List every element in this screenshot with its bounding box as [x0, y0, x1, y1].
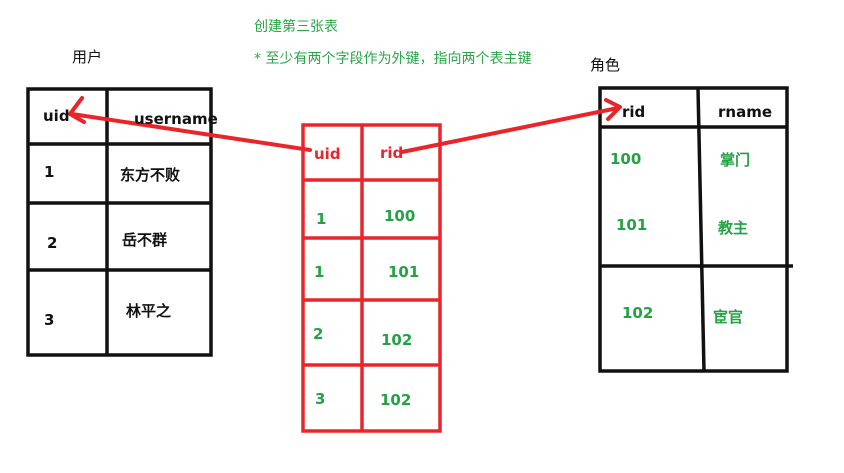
- roles-cell-rname: 教主: [718, 219, 749, 237]
- roles-cell-rname: 宦官: [713, 308, 744, 326]
- link-table-border: [301, 123, 442, 433]
- roles-cell-rname: 掌门: [720, 151, 751, 169]
- roles-table-caption: 角色: [590, 56, 621, 74]
- link-cell-rid: 102: [380, 391, 412, 409]
- users-cell-uid: 3: [44, 311, 55, 329]
- users-cell-uid: 2: [47, 234, 58, 252]
- users-header-uid: uid: [43, 107, 70, 125]
- arrow-uid-to-users: [68, 96, 312, 152]
- users-header-username: username: [134, 110, 218, 128]
- users-cell-username: 东方不败: [120, 166, 181, 184]
- link-header-uid: uid: [314, 145, 341, 163]
- arrow-rid-to-roles: [400, 98, 622, 154]
- note-title: 创建第三张表: [254, 19, 338, 35]
- link-cell-rid: 102: [381, 331, 413, 349]
- roles-header-rid: rid: [622, 103, 646, 121]
- link-cell-rid: 100: [384, 207, 416, 225]
- link-header-rid: rid: [380, 144, 404, 162]
- note-detail: * 至少有两个字段作为外键，指向两个表主键: [254, 51, 532, 67]
- users-cell-username: 岳不群: [122, 231, 168, 249]
- roles-cell-rid: 102: [622, 304, 654, 322]
- link-cell-uid: 1: [316, 210, 327, 228]
- users-table-border: [26, 87, 213, 357]
- users-table-caption: 用户: [72, 48, 103, 66]
- link-cell-rid: 101: [388, 263, 420, 281]
- link-cell-uid: 2: [313, 325, 324, 343]
- link-cell-uid: 1: [314, 263, 325, 281]
- roles-table-border: [598, 86, 793, 373]
- users-cell-username: 林平之: [126, 302, 172, 320]
- users-cell-uid: 1: [44, 163, 55, 181]
- roles-cell-rid: 101: [616, 216, 648, 234]
- link-cell-uid: 3: [315, 390, 326, 408]
- roles-cell-rid: 100: [610, 150, 642, 168]
- roles-header-rname: rname: [718, 103, 773, 121]
